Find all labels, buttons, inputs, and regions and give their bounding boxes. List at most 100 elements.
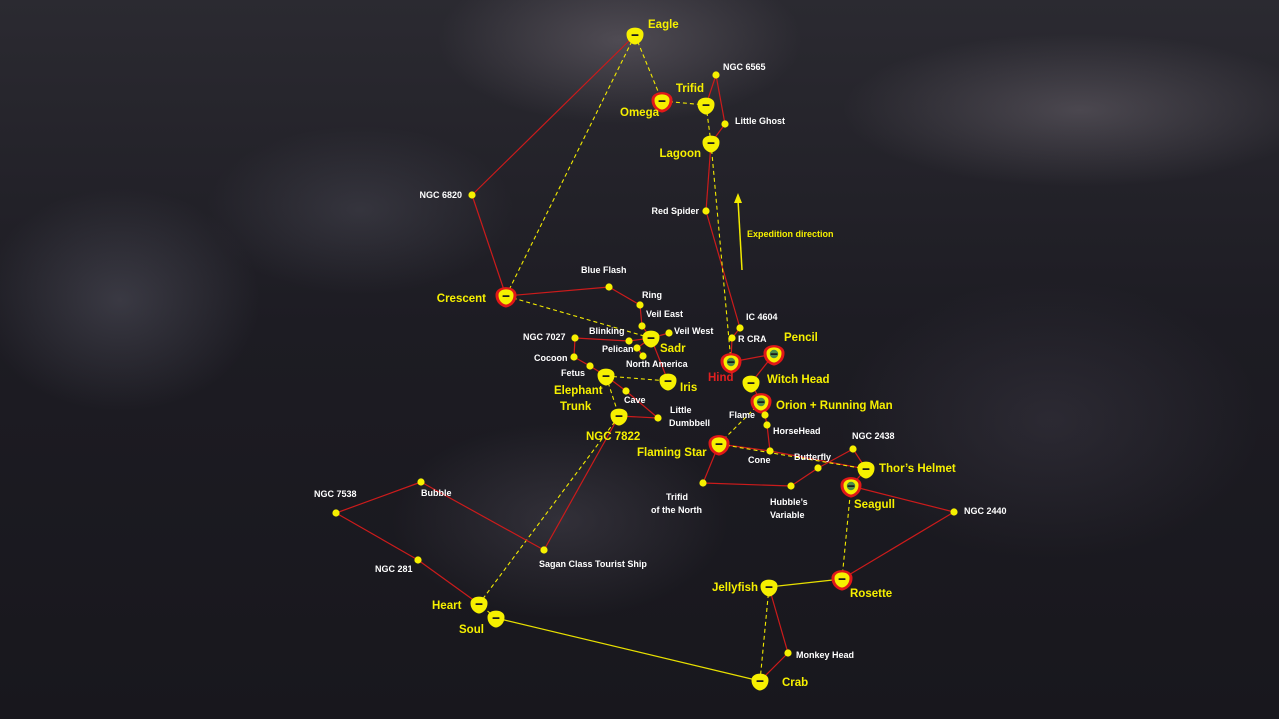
waypoint-label-northamerica: North America (626, 359, 689, 369)
waypoint-label-monkeyhead: Monkey Head (796, 650, 854, 660)
waypoint-blinking[interactable] (625, 337, 633, 345)
waypoint-veilwest[interactable] (665, 329, 673, 337)
waypoint-flamingstar[interactable] (708, 435, 730, 456)
marker-dash-icon (862, 468, 870, 470)
route-edge-crescent-blueflash (505, 286, 610, 297)
waypoint-dot (849, 445, 857, 453)
waypoint-iris[interactable] (659, 373, 677, 391)
waypoint-label-soul: Soul (459, 624, 484, 636)
expedition-direction-label: Expedition direction (747, 229, 834, 239)
waypoint-marker (610, 408, 628, 426)
route-edge-ngc7538-bubble (335, 481, 422, 514)
route-edge-rosette-jellyfish (768, 578, 843, 588)
route-edge-heart-ngc281 (417, 559, 480, 605)
waypoint-butterfly[interactable] (814, 464, 822, 472)
waypoint-sagan[interactable] (540, 546, 548, 554)
waypoint-bubble[interactable] (417, 478, 425, 486)
waypoint-label-ngc7538: NGC 7538 (314, 489, 357, 499)
waypoint-crab[interactable] (751, 673, 769, 691)
waypoint-littleghost[interactable] (721, 120, 729, 128)
waypoint-sadr[interactable] (642, 330, 660, 348)
waypoint-omega[interactable] (651, 92, 673, 113)
marker-dash-icon (602, 375, 610, 377)
waypoint-horsehead[interactable] (763, 421, 771, 429)
waypoint-eagle[interactable] (626, 27, 644, 45)
waypoint-dot (784, 649, 792, 657)
waypoint-crescent[interactable] (495, 287, 517, 308)
waypoint-orion[interactable] (750, 393, 772, 414)
waypoint-trifidnorth[interactable] (699, 479, 707, 487)
waypoint-ngc2438[interactable] (849, 445, 857, 453)
waypoint-label-cone: Cone (748, 455, 771, 465)
marker-dash-icon (631, 34, 639, 36)
waypoint-marker (697, 97, 715, 115)
waypoint-ic4604[interactable] (736, 324, 744, 332)
waypoint-dot (633, 344, 641, 352)
waypoint-dot (654, 414, 662, 422)
waypoint-label-horsehead: HorseHead (773, 426, 821, 436)
waypoint-hubble[interactable] (787, 482, 795, 490)
waypoint-label-seagull: Seagull (854, 499, 895, 511)
waypoint-pencil[interactable] (763, 345, 785, 366)
waypoint-rcra[interactable] (728, 334, 736, 342)
waypoint-ngc6820[interactable] (468, 191, 476, 199)
waypoint-thorshelmet[interactable] (857, 461, 875, 479)
waypoint-label-butterfly: Butterfly (794, 452, 831, 462)
waypoint-heart[interactable] (470, 596, 488, 614)
waypoint-ngc281[interactable] (414, 556, 422, 564)
waypoint-hind[interactable] (720, 353, 742, 374)
waypoint-ngc7027[interactable] (571, 334, 579, 342)
waypoint-ngc7822[interactable] (610, 408, 628, 426)
waypoint-veileast[interactable] (638, 322, 646, 330)
waypoint-witchhead[interactable] (742, 375, 760, 393)
waypoint-ngc6565[interactable] (712, 71, 720, 79)
waypoint-label-rcra: R CRA (738, 334, 767, 344)
marker-dash-icon (702, 104, 710, 106)
waypoint-label-heart: Heart (432, 600, 462, 612)
waypoint-label-blinking: Blinking (589, 326, 625, 336)
route-edge-horsehead-cone (766, 424, 771, 452)
waypoint-flame[interactable] (761, 411, 769, 419)
waypoint-cocoon[interactable] (570, 353, 578, 361)
waypoint-dot (586, 362, 594, 370)
waypoint-pelican[interactable] (633, 344, 641, 352)
waypoint-ngc7538[interactable] (332, 509, 340, 517)
waypoint-fetus[interactable] (586, 362, 594, 370)
waypoint-littledumbbell[interactable] (654, 414, 662, 422)
waypoint-lagoon[interactable] (702, 135, 720, 153)
waypoint-dot (712, 71, 720, 79)
waypoint-redspider[interactable] (702, 207, 710, 215)
waypoint-trifid[interactable] (697, 97, 715, 115)
waypoint-label-ic4604: IC 4604 (746, 312, 778, 322)
waypoint-label-cocoon: Cocoon (534, 353, 568, 363)
waypoint-monkeyhead[interactable] (784, 649, 792, 657)
route-edge-ngc6565-littleghost (715, 74, 726, 125)
waypoint-seagull[interactable] (840, 477, 862, 498)
marker-dash-icon (707, 142, 715, 144)
waypoint-soul[interactable] (487, 610, 505, 628)
waypoint-jellyfish[interactable] (760, 579, 778, 597)
waypoint-dot (787, 482, 795, 490)
waypoint-rosette[interactable] (831, 570, 853, 591)
waypoint-marker (742, 375, 760, 393)
route-edge-hubble-butterfly (790, 467, 819, 487)
route-edge-blueflash-ring (608, 286, 641, 306)
waypoint-marker (760, 579, 778, 597)
waypoint-ngc2440[interactable] (950, 508, 958, 516)
waypoint-cave[interactable] (622, 387, 630, 395)
marker-dash-icon (747, 382, 755, 384)
waypoint-blueflash[interactable] (605, 283, 613, 291)
marker-dash-icon (756, 680, 764, 682)
waypoint-cone[interactable] (766, 447, 774, 455)
waypoint-elephant[interactable] (597, 368, 615, 386)
waypoint-dot (639, 352, 647, 360)
waypoint-label-blueflash: Blue Flash (581, 265, 627, 275)
waypoint-ring[interactable] (636, 301, 644, 309)
route-edge-elephant-iris (605, 375, 669, 382)
waypoint-northamerica[interactable] (639, 352, 647, 360)
waypoint-label-cave: Cave (624, 395, 646, 405)
waypoint-label-lagoon: Lagoon (659, 148, 701, 160)
